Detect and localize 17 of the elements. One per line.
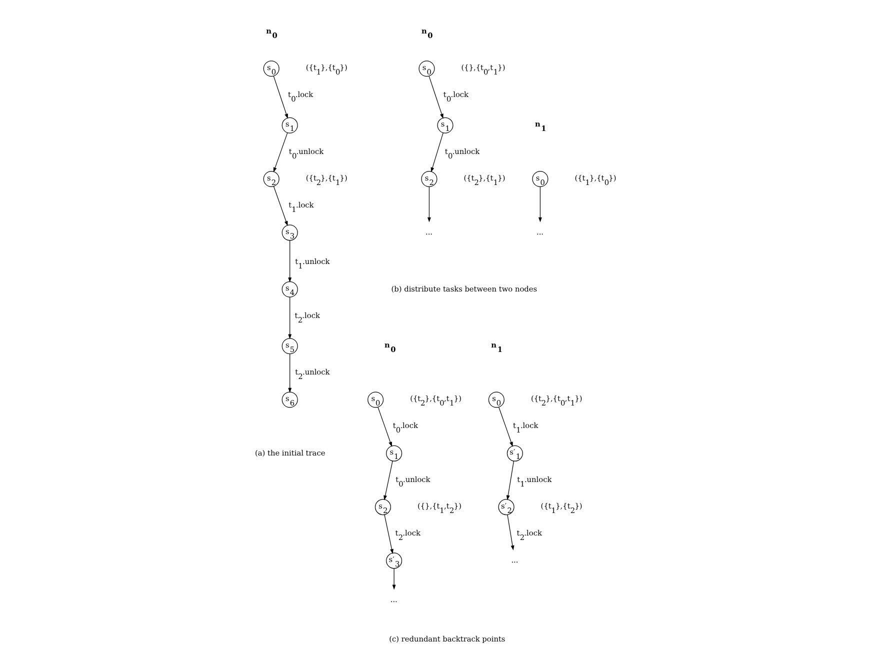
arrow xyxy=(273,132,288,172)
arrow xyxy=(384,514,394,554)
arrow xyxy=(288,296,292,340)
arrow xyxy=(273,186,288,226)
arrow xyxy=(538,186,542,222)
arrow xyxy=(378,406,392,447)
arrow xyxy=(430,132,444,172)
arrow xyxy=(427,186,431,222)
arrow xyxy=(507,514,514,550)
arrow xyxy=(428,76,444,119)
arrow xyxy=(392,568,396,590)
arrow xyxy=(273,76,288,119)
arrow xyxy=(288,354,292,393)
arrow xyxy=(498,406,513,447)
arrow xyxy=(384,460,393,500)
arrow xyxy=(506,460,514,500)
arrow xyxy=(288,240,292,282)
